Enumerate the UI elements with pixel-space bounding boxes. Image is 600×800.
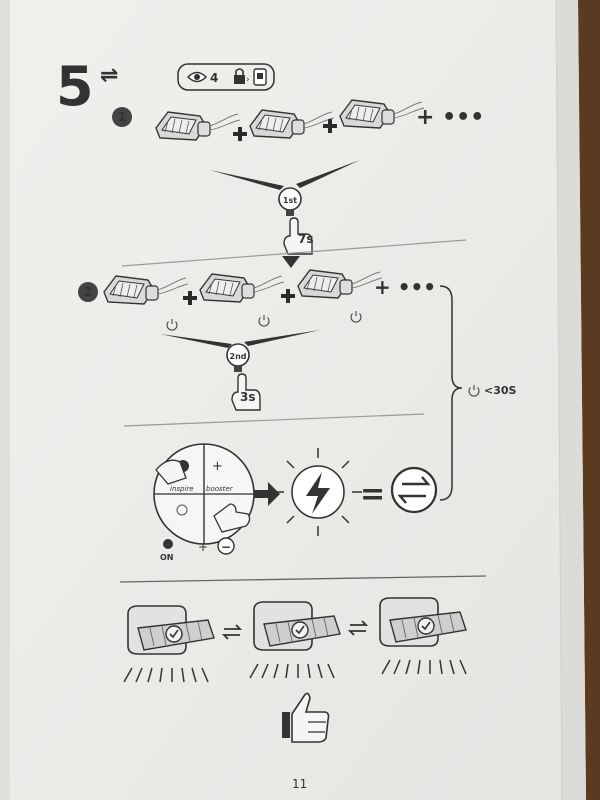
step-icon-badge: 4 › [177,63,275,91]
sync-arrows-icon [390,466,438,514]
stage1-press-label: 1st [283,196,297,205]
thumbs-up-icon [282,692,330,743]
step-number: 5 [56,55,94,118]
on-dot [163,539,173,549]
stage2-press-time: 3s [240,390,256,404]
remote-plus: + [212,459,223,474]
light-unit-icon [253,68,267,86]
stage1-marker: 1 [118,110,126,124]
on-label: ON [160,553,174,562]
finger-press-icon [155,459,187,485]
remote-control: + inspire booster [153,443,255,545]
stage1-press-time: 7s [298,232,314,246]
equals-sign: = [360,477,385,512]
stage2-time-limit: <30S [484,384,517,397]
lock-icon [234,68,245,84]
stage2-marker: 2 [84,285,92,299]
badge-count: 4 [210,71,218,85]
stage1-marker-circle [112,107,132,127]
combo-minus: − [221,540,231,554]
paper-sheet [0,0,586,800]
svg-text:›: › [246,75,250,85]
stage1-button-press: 1st 7s [278,187,314,255]
right-arrow [254,482,280,506]
combo-plus: + [198,540,208,554]
time-bracket [439,285,463,501]
stage2-more: + ••• [374,275,436,299]
divider-2 [123,413,425,427]
finger-press-icon [213,503,251,533]
stage2-press-label: 2nd [230,352,247,361]
stage2-button-press: 2nd 3s [226,343,261,411]
eye-icon [186,71,208,83]
minus-button-icon [217,537,235,555]
page-number: 11 [292,777,307,791]
stage2-marker-circle [78,282,98,302]
down-arrow [282,256,300,268]
divider-1 [121,239,467,267]
step-sync-symbol: ⇌ [100,63,118,88]
stage1-more: + ••• [416,105,484,130]
sun-bolt-icon [274,448,362,536]
divider-3 [119,575,487,583]
remote-left-label: inspire [170,485,194,493]
remote-right-label: booster [206,485,234,493]
